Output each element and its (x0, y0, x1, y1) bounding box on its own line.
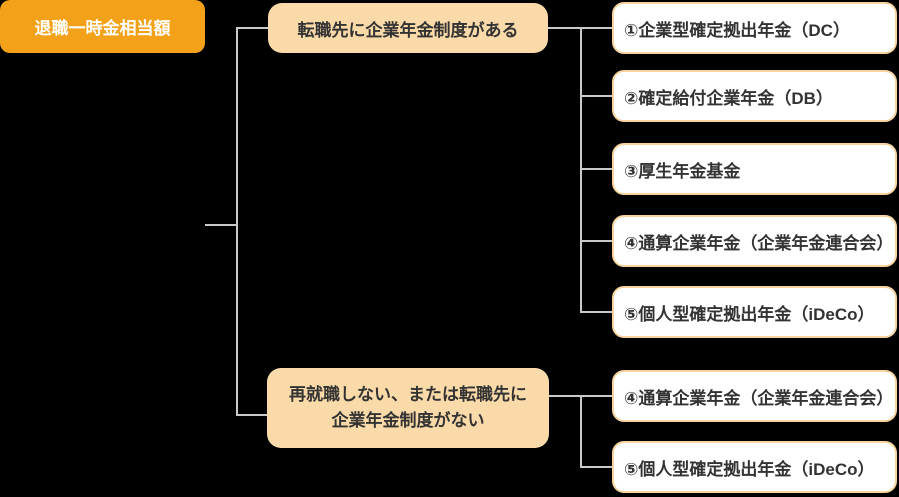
branch2-condition-label-line1: 再就職しない、または転職先に (289, 385, 527, 404)
leaf-node-ideco-2: ⑤個人型確定拠出年金（iDeCo） (612, 441, 897, 493)
connector-branch1-in (237, 27, 268, 29)
leaf-node-tsusan-pension-2: ④通算企業年金（企業年金連合会） (612, 370, 897, 422)
connector-branch1-stub-4 (582, 240, 612, 242)
connector-root-out (205, 224, 237, 226)
leaf-label: ⑤個人型確定拠出年金（iDeCo） (624, 304, 875, 324)
root-node-label: 退職一時金相当額 (34, 19, 171, 38)
connector-branch2-in (237, 414, 267, 416)
leaf-node-employee-pension-fund: ③厚生年金基金 (612, 143, 897, 195)
connector-branch1-trunk (580, 27, 582, 313)
leaf-label: ④通算企業年金（企業年金連合会） (624, 388, 894, 408)
branch1-condition-node: 転職先に企業年金制度がある (268, 3, 548, 53)
connector-main-trunk (236, 27, 238, 416)
root-node: 退職一時金相当額 (0, 0, 205, 53)
leaf-label: ④通算企業年金（企業年金連合会） (624, 233, 894, 253)
connector-branch2-trunk (580, 395, 582, 468)
leaf-label: ③厚生年金基金 (624, 161, 741, 181)
branch1-condition-label: 転職先に企業年金制度がある (297, 20, 519, 40)
leaf-node-corporate-dc: ①企業型確定拠出年金（DC） (612, 2, 897, 54)
connector-branch1-stub-2 (582, 95, 612, 97)
connector-branch1-stub-5 (582, 311, 612, 313)
connector-branch2-stub-2 (582, 466, 612, 468)
leaf-node-defined-benefit-db: ②確定給付企業年金（DB） (612, 70, 897, 122)
leaf-node-tsusan-pension-1: ④通算企業年金（企業年金連合会） (612, 215, 897, 267)
leaf-label: ⑤個人型確定拠出年金（iDeCo） (624, 459, 875, 479)
connector-branch1-stub-3 (582, 168, 612, 170)
leaf-node-ideco-1: ⑤個人型確定拠出年金（iDeCo） (612, 286, 897, 338)
leaf-label: ②確定給付企業年金（DB） (624, 88, 833, 108)
branch2-condition-node: 再就職しない、または転職先に 企業年金制度がない (267, 368, 549, 448)
leaf-label: ①企業型確定拠出年金（DC） (624, 20, 850, 40)
branch2-condition-label-line2: 企業年金制度がない (331, 411, 485, 430)
